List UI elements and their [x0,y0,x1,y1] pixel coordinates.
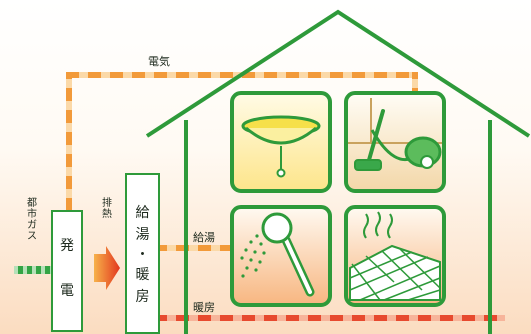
shower-icon [240,212,315,297]
supply-char-1: 給 [135,205,150,221]
floor-heating-icon [349,211,441,301]
exhaust-heat-label: 排熱 [101,198,113,220]
supply-char-5: 房 [135,289,150,305]
heating-line [160,315,505,321]
city-gas-text: 都市ガス [27,198,37,242]
hot-water-label: 給湯 [193,231,215,244]
electricity-label: 電気 [148,55,170,68]
exhaust-heat-text: 排熱 [102,198,112,220]
house-outline [145,9,531,334]
supply-char-2: 湯 [135,227,150,243]
exhaust-heat-arrow [94,246,120,290]
ceiling-light-icon [241,115,321,178]
city-gas-label: 都市ガス [26,198,38,242]
hot-water-line [160,245,234,251]
vacuum-cleaner-icon [348,98,442,171]
power-generation-box: 発 電 [51,210,83,332]
supply-char-3: ・ [135,247,150,263]
supply-char-4: 暖 [135,267,150,283]
generation-char-1: 発 [60,238,74,254]
generation-char-2: 電 [60,283,74,299]
heating-label: 暖房 [193,301,215,314]
city-gas-line [14,266,52,274]
hot-water-heating-box: 給 湯 ・ 暖 房 [125,173,160,334]
